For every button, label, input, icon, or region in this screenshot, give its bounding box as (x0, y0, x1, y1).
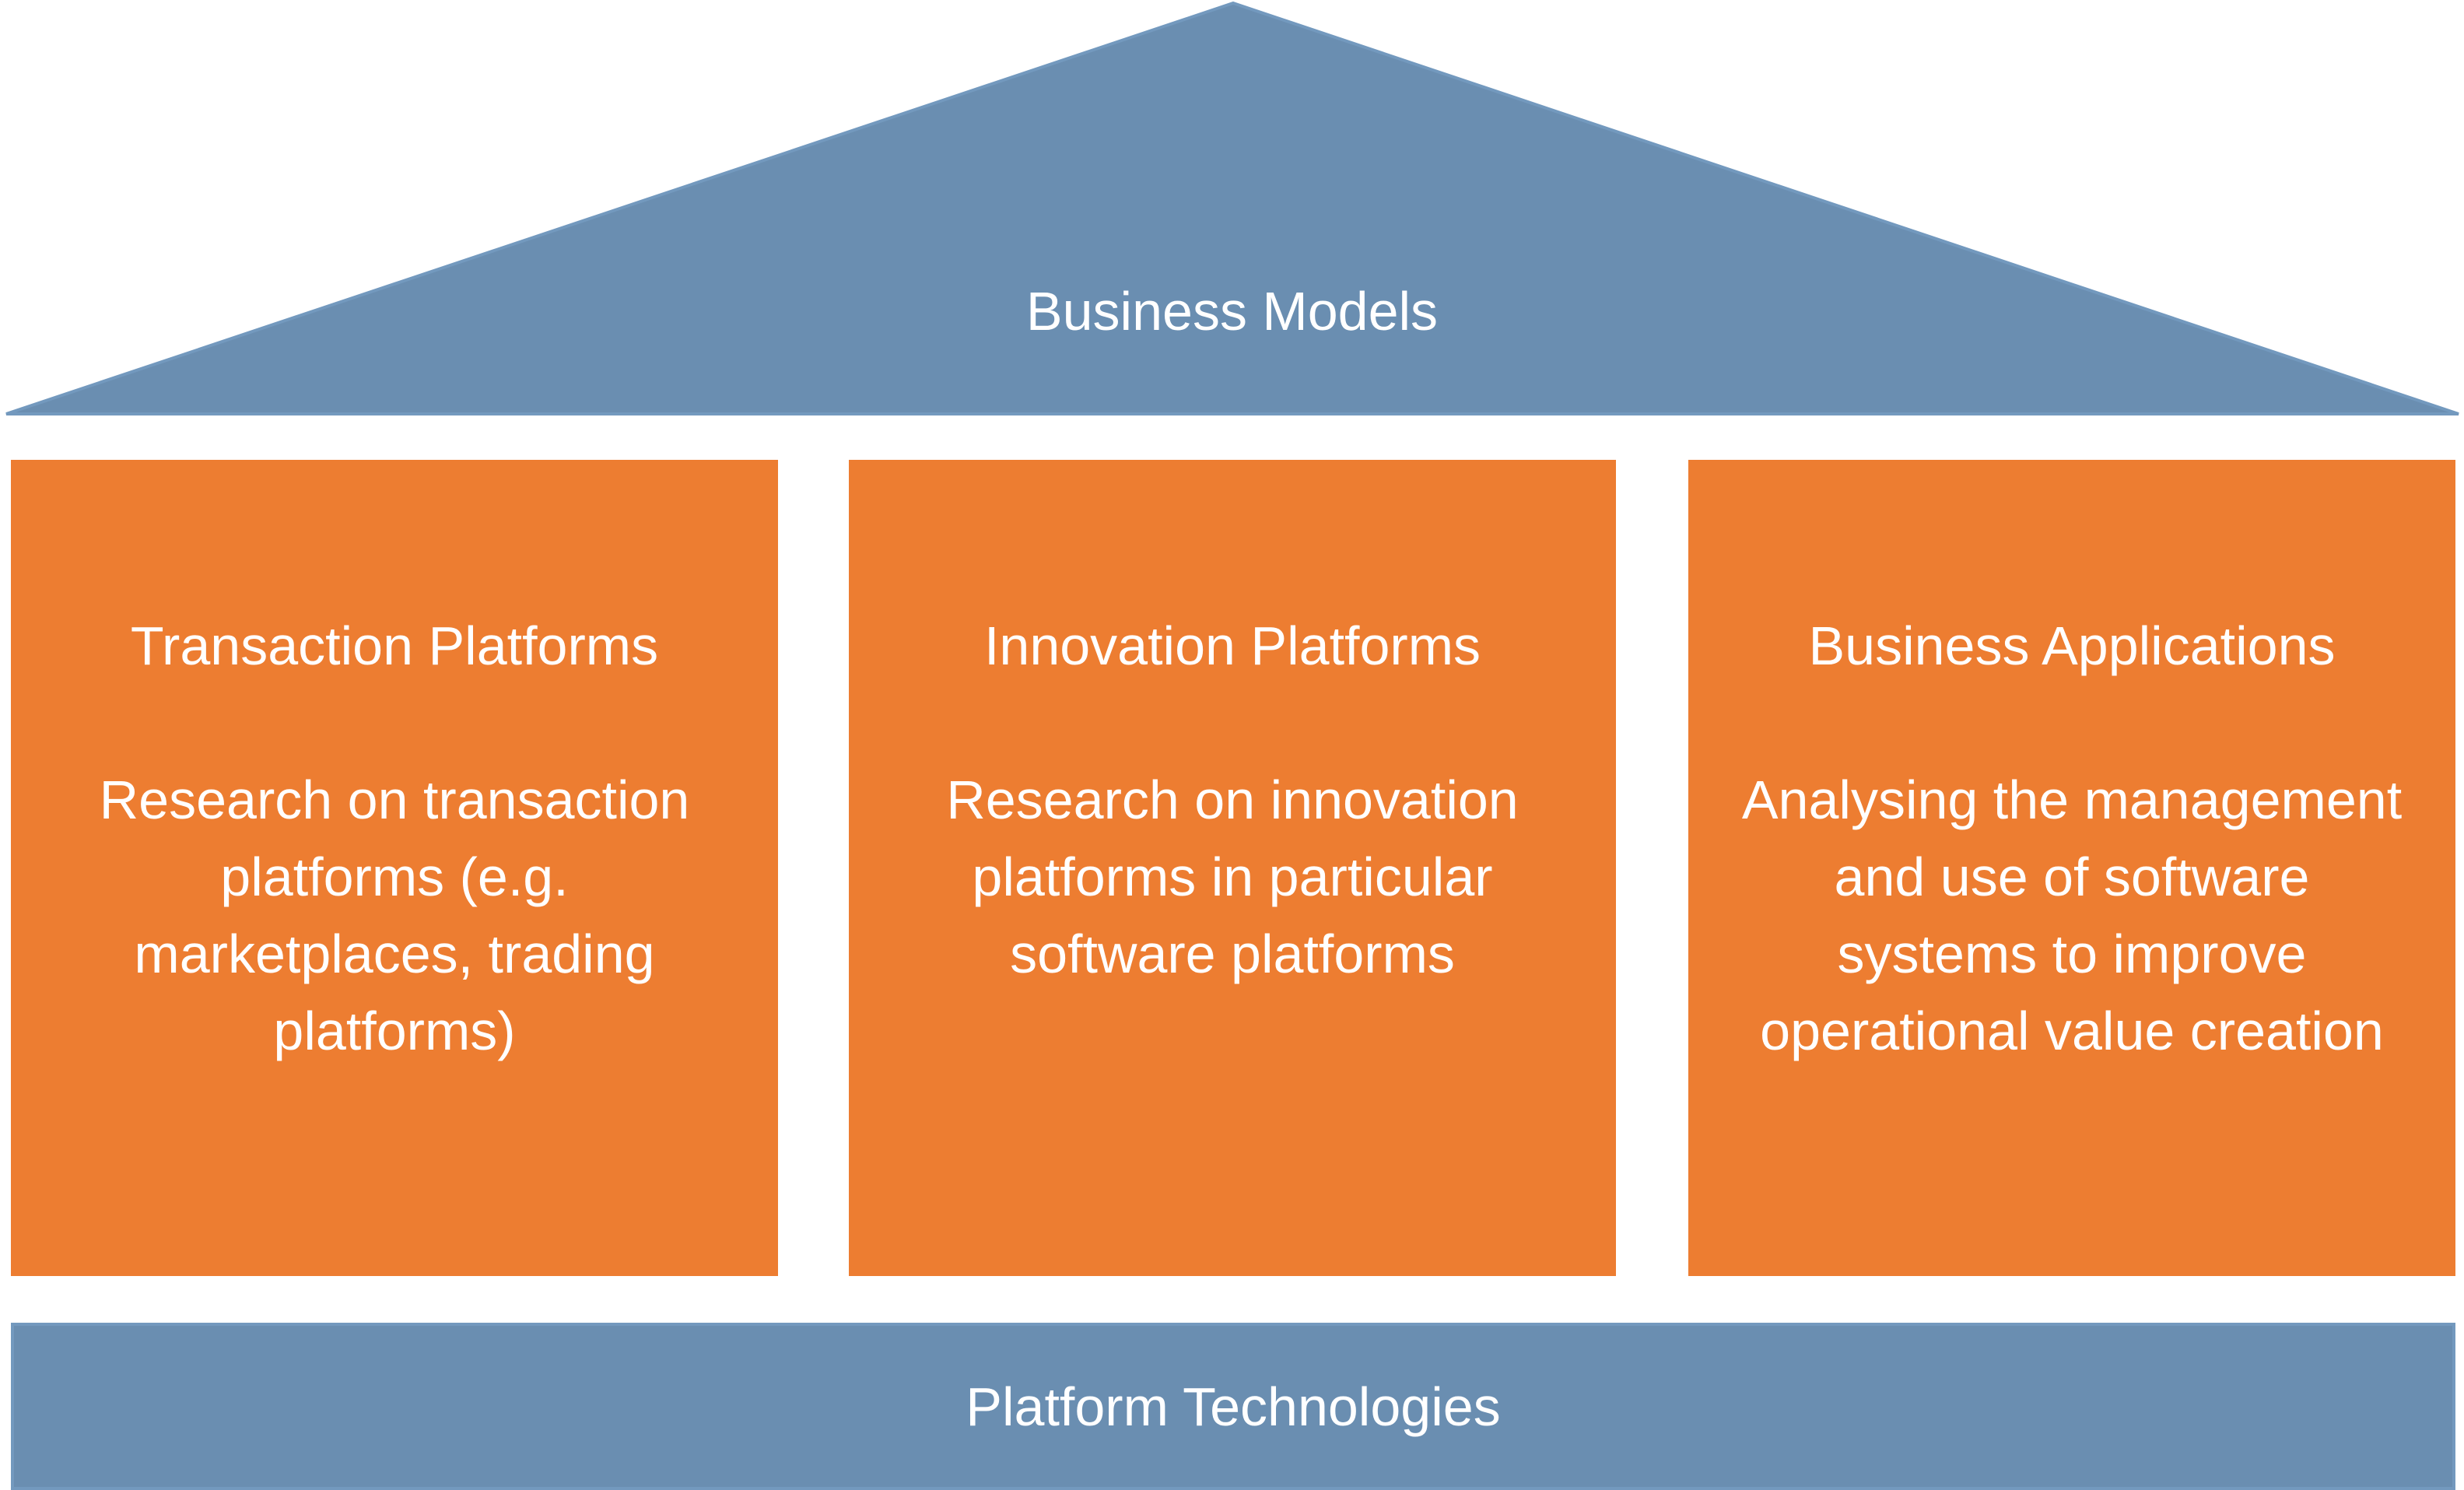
pillar-description: Research on transaction platforms (e.g. … (99, 770, 690, 1061)
pillar-description: Research on innovation platforms in part… (946, 770, 1519, 984)
pillar-title: Business Applications (1808, 615, 2336, 676)
pillar-innovation-platforms: Innovation Platforms Research on innovat… (849, 460, 1616, 1276)
pillar-transaction-platforms: Transaction Platforms Research on transa… (11, 460, 778, 1276)
pillar-business-applications: Business Applications Analysing the mana… (1688, 460, 2455, 1276)
base-platform-technologies: Platform Technologies (11, 1323, 2455, 1490)
pillar-title: Innovation Platforms (983, 615, 1481, 676)
pillar-description: Analysing the management and use of soft… (1741, 770, 2403, 1061)
pillar-title: Transaction Platforms (130, 615, 659, 676)
roof-label: Business Models (1025, 281, 1439, 342)
base-label: Platform Technologies (966, 1376, 1501, 1437)
roof-business-models (5, 1, 2459, 415)
roof-shape (5, 1, 2459, 415)
